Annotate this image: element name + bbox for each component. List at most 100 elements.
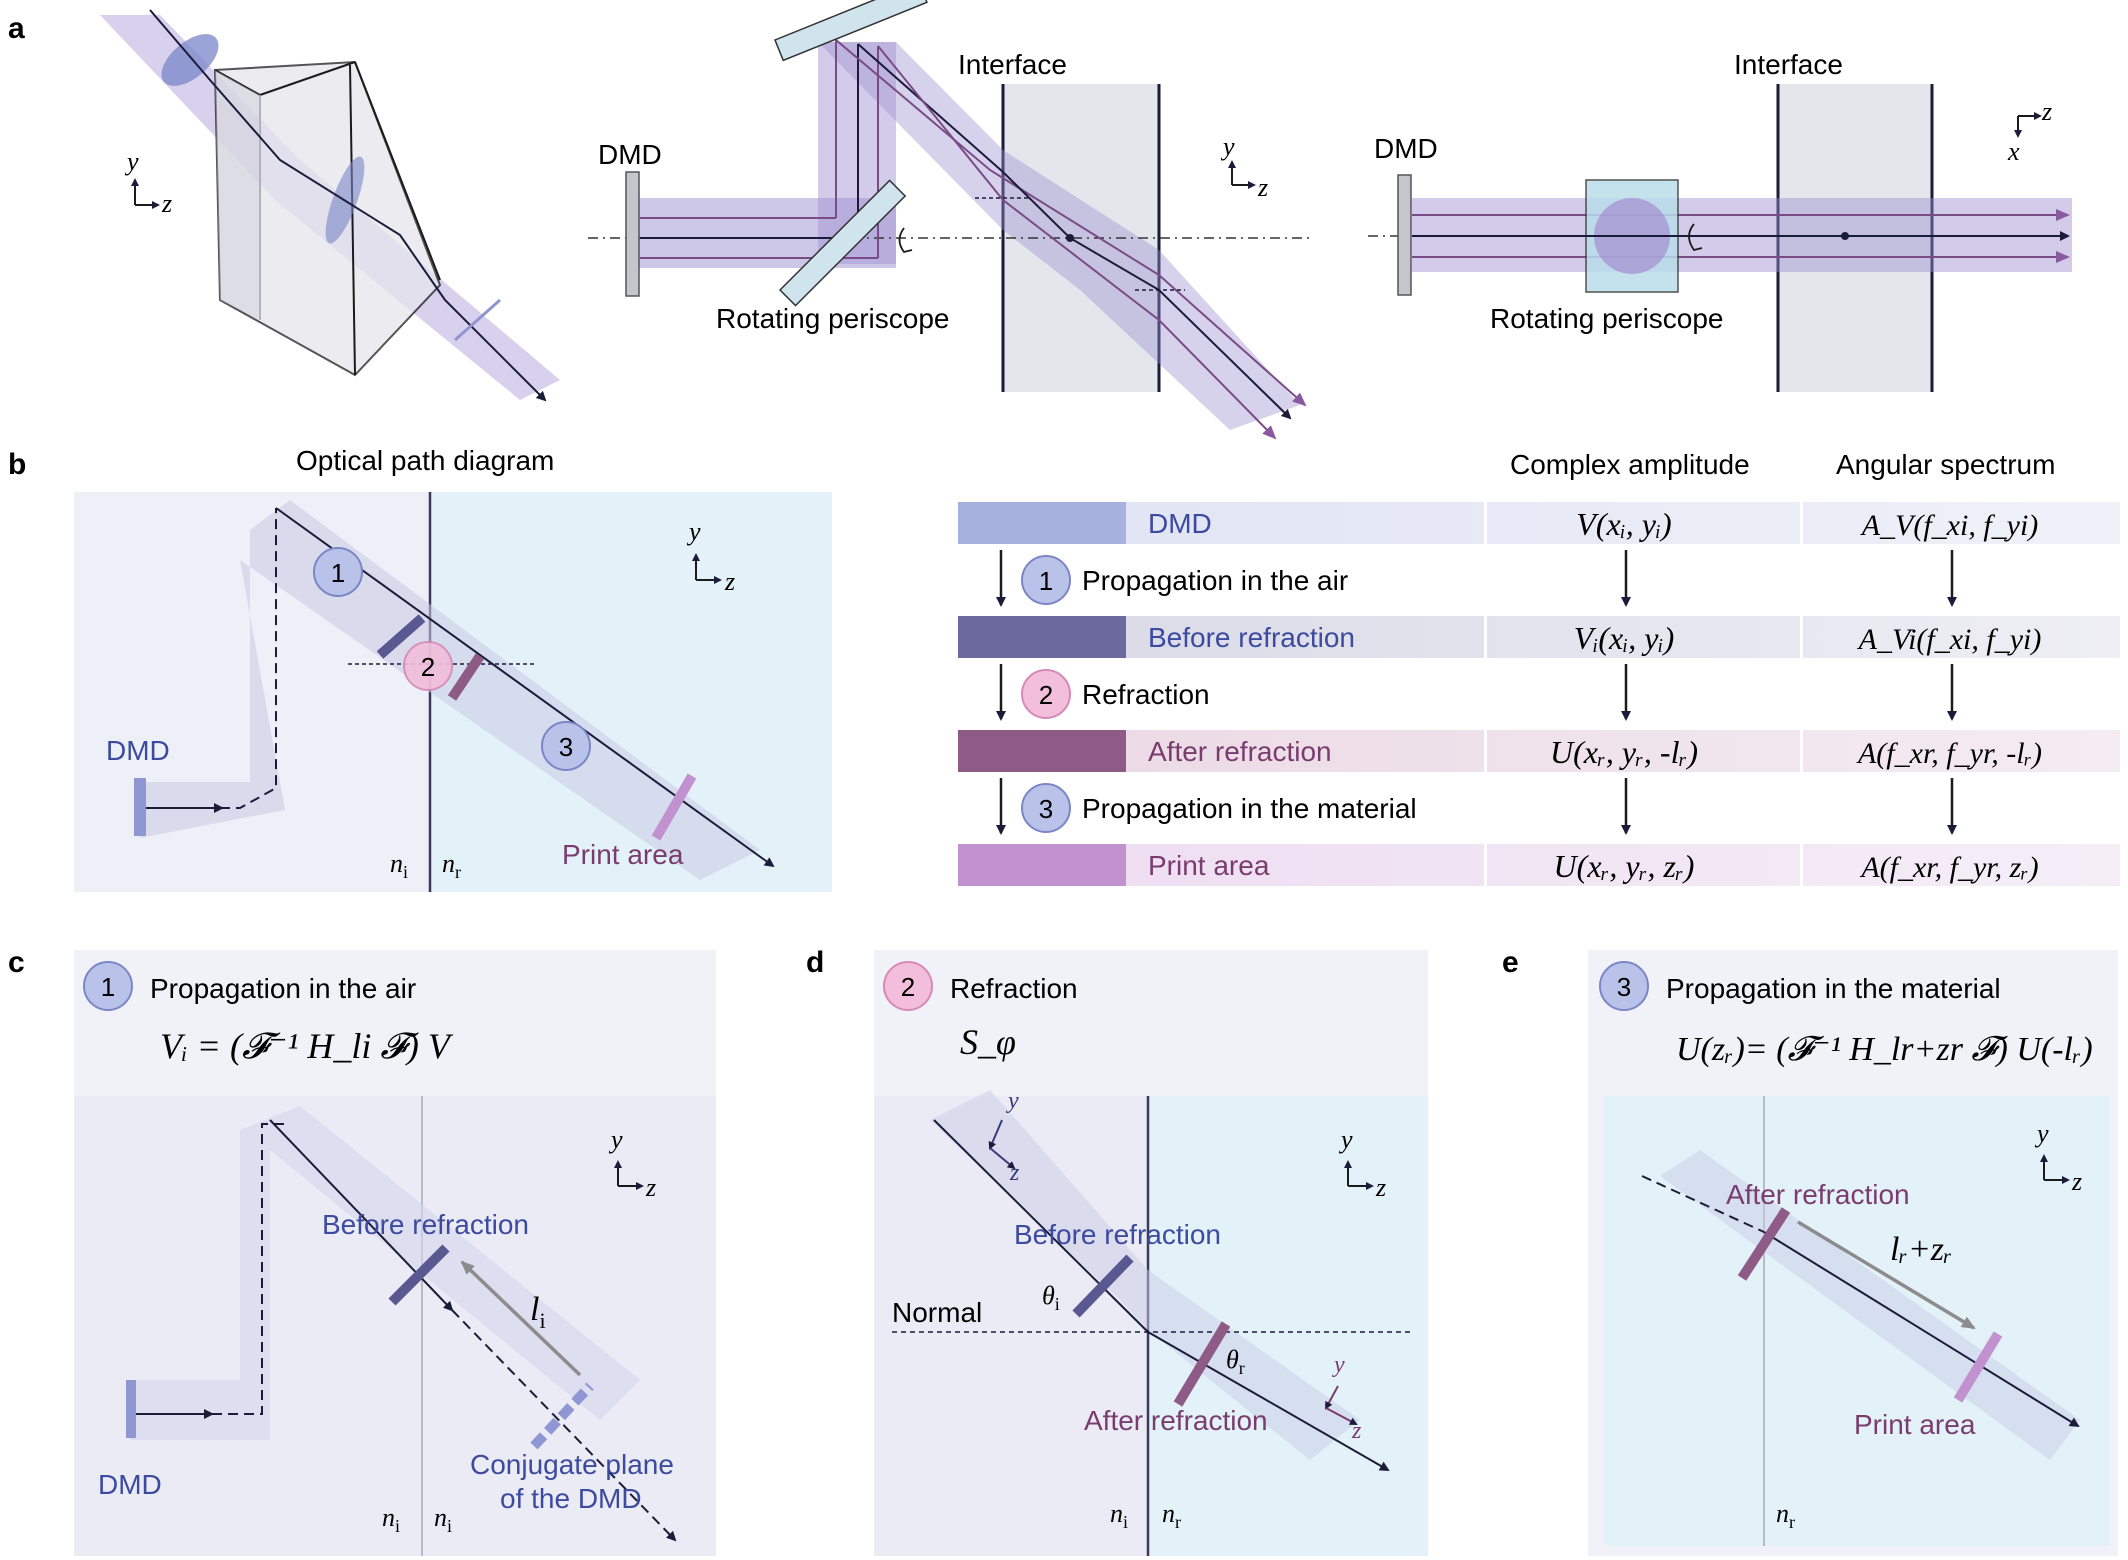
before-refraction-label-c: Before refraction [322,1209,529,1240]
after-refraction-plate [447,653,485,701]
row-label: Before refraction [1148,622,1355,653]
axis-y-e: y [2034,1119,2049,1148]
transition-step: 3 Propagation in the material [996,778,1957,835]
panel-d: 2 Refraction S_φ y z y z Before refracti… [874,950,1428,1556]
conjugate-plane-plate [530,1382,594,1450]
right-periscope-label: Rotating periscope [1490,303,1723,334]
panel-e-equation: U(zᵣ)= (𝓕⁻¹ H_lr+zr 𝓕) U(-lᵣ) [1676,1031,2093,1068]
table-row: Print area U(xᵣ, yᵣ, zᵣ) A(f_xr, f_yr, z… [958,844,2120,886]
n1-label-d: ni [1110,1499,1128,1532]
li-label: li [530,1291,546,1333]
transition-label: Propagation in the air [1082,565,1348,596]
transition-step: 2 Refraction [996,664,1957,721]
panel-e-number: 3 [1617,972,1631,1002]
n2-label-c: ni [434,1503,452,1536]
transition-step: 1 Propagation in the air [996,550,1957,607]
n-label-e: nr [1776,1499,1795,1532]
transition-number: 1 [1039,566,1053,596]
step-number-1: 1 [331,558,345,588]
panel-letter-e: e [1502,946,1519,979]
after-refraction-plate-d [1173,1321,1231,1407]
yr-axis-label: y [1332,1352,1345,1378]
row-complex: V(xᵢ, yᵢ) [1576,506,1671,542]
panel-a: y z [100,0,2072,440]
header-angular-spectrum: Angular spectrum [1836,449,2055,480]
panel-letter-a: a [8,12,25,45]
panel-e: 3 Propagation in the material U(zᵣ)= (𝓕⁻… [1588,950,2118,1556]
after-refraction-label-d: After refraction [1084,1405,1268,1436]
right-axis-z: z [2041,97,2052,126]
theta-r-label: θr [1226,1345,1245,1378]
zr-axis-label: z [1351,1418,1362,1444]
row-label: Print area [1148,850,1270,881]
side-view-illustration [588,0,1310,440]
before-refraction-plate-d [1072,1254,1134,1318]
panel-c-number: 1 [101,972,115,1002]
step-circle-2 [403,641,453,691]
print-area-plate-e [1953,1331,2003,1403]
n-r-label-b: nr [442,849,461,882]
right-axis-x: x [2007,137,2020,166]
after-refraction-plate-e [1737,1207,1791,1281]
dmd-bar-b [134,778,146,836]
row-angular: A(f_xr, f_yr, -lᵣ) [1856,737,2042,770]
right-dmd-label: DMD [1374,133,1438,164]
axis-y-d: y [1338,1125,1353,1154]
prism-3d-illustration: y z [100,9,560,402]
before-refraction-label-d: Before refraction [1014,1219,1221,1250]
top-view-illustration [1368,84,2072,392]
before-refraction-plate [376,614,426,659]
conjugate-plane-label-1: Conjugate plane [470,1449,674,1480]
transition-number: 2 [1039,680,1053,710]
step-number-2: 2 [421,652,435,682]
optical-path-title: Optical path diagram [296,445,554,476]
n-i-label-b: ni [390,849,408,882]
transition-number: 3 [1039,794,1053,824]
theta-i-label: θi [1042,1281,1060,1314]
row-complex: U(xᵣ, yᵣ, zᵣ) [1554,848,1695,884]
row-complex: Vᵢ(xᵢ, yᵢ) [1574,620,1674,656]
panel-b: Optical path diagram 1 2 3 DMD Print are… [74,445,2120,892]
panel-letter-d: d [806,946,824,979]
axis-y-label: y [124,147,139,176]
panel-c-title: Propagation in the air [150,973,416,1004]
panel-d-equation: S_φ [960,1022,1016,1062]
table-row: Before refraction Vᵢ(xᵢ, yᵢ) A_Vi(f_xi, … [958,616,2120,658]
row-complex: U(xᵣ, yᵣ, -lᵣ) [1550,734,1698,770]
after-refraction-label-e: After refraction [1726,1179,1910,1210]
row-label: DMD [1148,508,1212,539]
panel-d-number: 2 [901,972,915,1002]
mid-interface-label: Interface [958,49,1067,80]
right-interface-label: Interface [1734,49,1843,80]
li-arrow [460,1260,582,1377]
lr-zr-arrow [1797,1220,1976,1330]
panel-c: 1 Propagation in the air Vᵢ = (𝓕⁻¹ H_li … [74,950,716,1556]
zi-axis-label: z [1009,1160,1020,1186]
step-number-3: 3 [559,732,573,762]
row-angular: A_V(f_xi, f_yi) [1860,509,2039,542]
axis-z-label: z [161,189,172,218]
axis-z-e: z [2071,1167,2082,1196]
header-complex-amplitude: Complex amplitude [1510,449,1750,480]
step-circle-1 [313,547,363,597]
axis-z-c: z [645,1173,656,1202]
yi-axis-label: y [1006,1088,1019,1114]
axis-y-b: y [686,517,701,546]
axis-y-c: y [608,1125,623,1154]
normal-label: Normal [892,1297,982,1328]
panel-e-title: Propagation in the material [1666,973,2001,1004]
table-row: After refraction U(xᵣ, yᵣ, -lᵣ) A(f_xr, … [958,730,2120,772]
dmd-label-b: DMD [106,735,170,766]
panel-c-equation: Vᵢ = (𝓕⁻¹ H_li 𝓕) V [160,1026,454,1066]
beam-ellipse-top [161,34,219,86]
transition-label: Propagation in the material [1082,793,1417,824]
mid-axis-z: z [1257,173,1268,202]
n1-label-c: ni [382,1503,400,1536]
print-area-label-e: Print area [1854,1409,1976,1440]
n2-label-d: nr [1162,1499,1181,1532]
panel-letter-b: b [8,448,26,481]
row-angular: A(f_xr, f_yr, zᵣ) [1859,851,2038,884]
mid-periscope-label: Rotating periscope [716,303,949,334]
row-label: After refraction [1148,736,1332,767]
